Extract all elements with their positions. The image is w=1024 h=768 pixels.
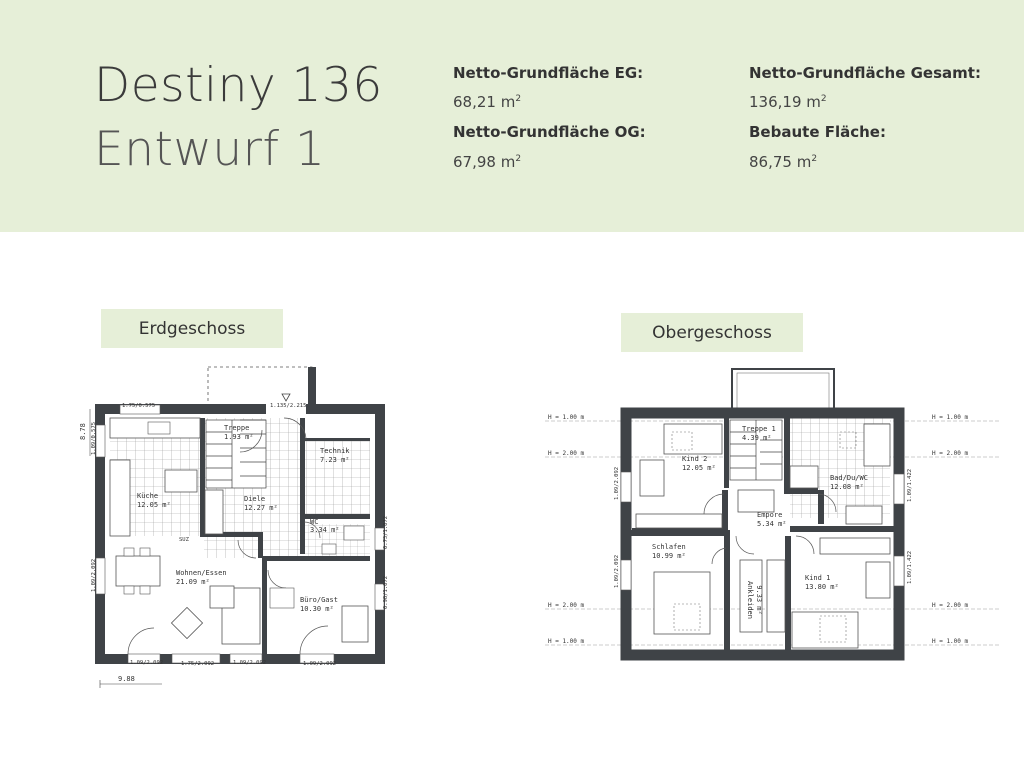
room-name-eg-treppe: Treppe xyxy=(224,424,249,432)
room-name-og-ankleiden: Ankleiden xyxy=(746,581,754,619)
height-og-tl-1: H = 1.00 m xyxy=(548,414,585,421)
room-area-eg-diele: 12.27 m² xyxy=(244,504,278,512)
room-area-og-empore: 5.34 m² xyxy=(757,520,787,528)
room-name-og-kind1: Kind 1 xyxy=(805,574,830,582)
height-og-bl-1: H = 1.00 m xyxy=(548,638,585,645)
stat-value-total: 136,19 m2 xyxy=(749,93,827,111)
stat-value-eg: 68,21 m2 xyxy=(453,93,522,111)
dim-eg-left-window-top: 1.09/0.575 xyxy=(91,422,97,455)
stat-label-eg: Netto-Grundfläche EG: xyxy=(453,64,644,82)
stat-value-og: 67,98 m2 xyxy=(453,153,522,171)
stat-label-total: Netto-Grundfläche Gesamt: xyxy=(749,64,981,82)
dim-og-left-top: 1.09/2.092 xyxy=(614,467,620,500)
height-og-tr-2: H = 2.00 m xyxy=(932,450,969,457)
room-name-eg-buero: Büro/Gast xyxy=(300,596,338,604)
room-area-og-ankleiden: 9.33 m² xyxy=(755,585,763,615)
dim-eg-left-small: 8.78 xyxy=(79,423,87,440)
room-area-og-treppe: 4.39 m² xyxy=(742,434,772,442)
room-area-og-schlafen: 10.99 m² xyxy=(652,552,686,560)
room-area-og-bad: 12.08 m² xyxy=(830,483,864,491)
room-area-eg-buero: 10.30 m² xyxy=(300,605,334,613)
dim-eg-right-window-bottom: 0.98/1.072 xyxy=(383,576,389,609)
room-area-eg-wc: 3.34 m² xyxy=(310,526,340,534)
dim-eg-width: 9.88 xyxy=(118,675,135,683)
room-area-eg-technik: 7.23 m² xyxy=(320,456,350,464)
dim-og-right-bottom: 1.09/1.422 xyxy=(907,551,913,584)
dim-og-left-bottom: 1.09/2.092 xyxy=(614,555,620,588)
floor-label-og: Obergeschoss xyxy=(621,313,803,352)
height-og-tr-1: H = 1.00 m xyxy=(932,414,969,421)
stat-label-built: Bebaute Fläche: xyxy=(749,123,886,141)
stat-value-built: 86,75 m2 xyxy=(749,153,818,171)
dim-eg-bottom-2: 1.75/2.092 xyxy=(181,661,214,667)
room-name-eg-wc: WC xyxy=(310,518,318,526)
room-name-og-kind2: Kind 2 xyxy=(682,455,707,463)
design-subtitle: Entwurf 1 xyxy=(94,122,326,177)
plan-erdgeschoss: Treppe 1.93 m² Technik 7.23 m² Küche 12.… xyxy=(79,366,389,688)
height-og-tl-2: H = 2.00 m xyxy=(548,450,585,457)
dim-eg-bottom-1: 1.09/2.092 xyxy=(130,660,163,666)
height-og-br-2: H = 2.00 m xyxy=(932,602,969,609)
floor-label-eg: Erdgeschoss xyxy=(101,309,283,348)
dim-eg-top-door: 1.135/2.215 xyxy=(270,403,306,409)
dim-eg-bottom-3: 1.09/2.092 xyxy=(233,660,266,666)
room-name-og-schlafen: Schlafen xyxy=(652,543,686,551)
room-name-eg-diele: Diele xyxy=(244,495,265,503)
stat-label-og: Netto-Grundfläche OG: xyxy=(453,123,646,141)
dim-eg-right-window-top: 0.73/1.072 xyxy=(383,516,389,549)
room-name-eg-wohnen: Wohnen/Essen xyxy=(176,569,227,577)
dim-eg-suz: SUZ xyxy=(179,537,190,543)
room-name-og-bad: Bad/Du/WC xyxy=(830,474,868,482)
room-area-og-kind1: 13.80 m² xyxy=(805,583,839,591)
height-og-bl-2: H = 2.00 m xyxy=(548,602,585,609)
plan-obergeschoss: H = 1.00 m H = 2.00 m H = 2.00 m H = 1.0… xyxy=(545,368,1000,661)
dim-eg-left-window-bottom: 1.09/2.092 xyxy=(91,559,97,592)
dim-og-right-top: 1.09/1.422 xyxy=(907,469,913,502)
height-og-br-1: H = 1.00 m xyxy=(932,638,969,645)
room-name-og-empore: Empore xyxy=(757,511,782,519)
room-area-eg-treppe: 1.93 m² xyxy=(224,433,254,441)
room-name-eg-technik: Technik xyxy=(320,447,350,455)
model-title: Destiny 136 xyxy=(94,58,383,113)
room-name-eg-kueche: Küche xyxy=(137,492,158,500)
header-band xyxy=(0,0,1024,232)
room-name-og-treppe: Treppe 1 xyxy=(742,425,776,433)
room-area-eg-wohnen: 21.09 m² xyxy=(176,578,210,586)
dim-eg-top-window: 1.75/0.575 xyxy=(122,403,155,409)
room-area-eg-kueche: 12.05 m² xyxy=(137,501,171,509)
dim-eg-bottom-4: 1.09/2.092 xyxy=(303,661,336,667)
room-area-og-kind2: 12.05 m² xyxy=(682,464,716,472)
